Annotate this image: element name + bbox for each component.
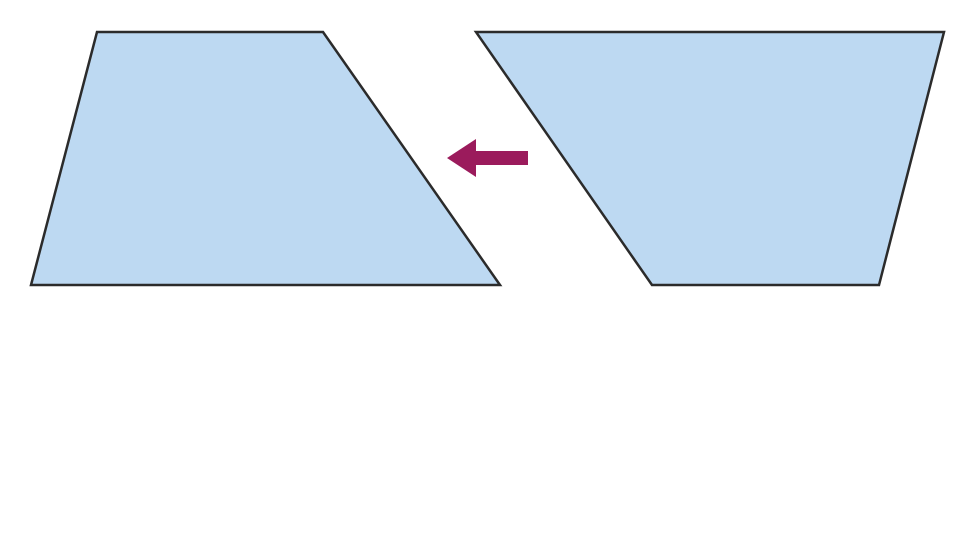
left-arrow-icon (447, 139, 528, 177)
right-trapezoid (473, 30, 946, 287)
left-trapezoid (29, 30, 503, 287)
